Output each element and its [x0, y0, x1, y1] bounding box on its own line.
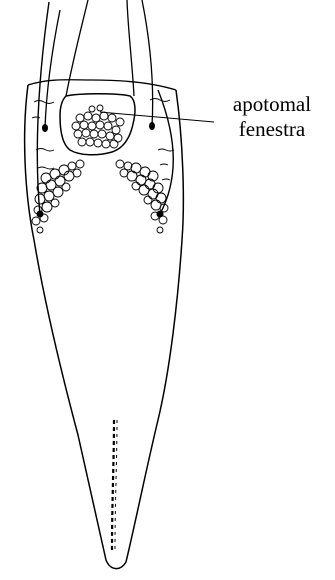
seta-right-inner — [142, 0, 153, 126]
right-cell-patch — [116, 160, 168, 233]
neck-left-outline — [66, 0, 88, 96]
seta-left-inner — [45, 10, 60, 128]
head-top-edge — [28, 80, 176, 90]
dashed-medial-line — [112, 420, 114, 550]
body-outline — [25, 85, 184, 569]
left-cell-patch — [32, 160, 84, 233]
seta-socket-right-upper — [149, 122, 155, 130]
label-apotomal: apotomal — [214, 92, 330, 116]
dashed-medial-line-inner — [115, 420, 117, 550]
seta-socket-left-upper — [42, 124, 48, 132]
label-fenestra: fenestra — [214, 117, 330, 141]
